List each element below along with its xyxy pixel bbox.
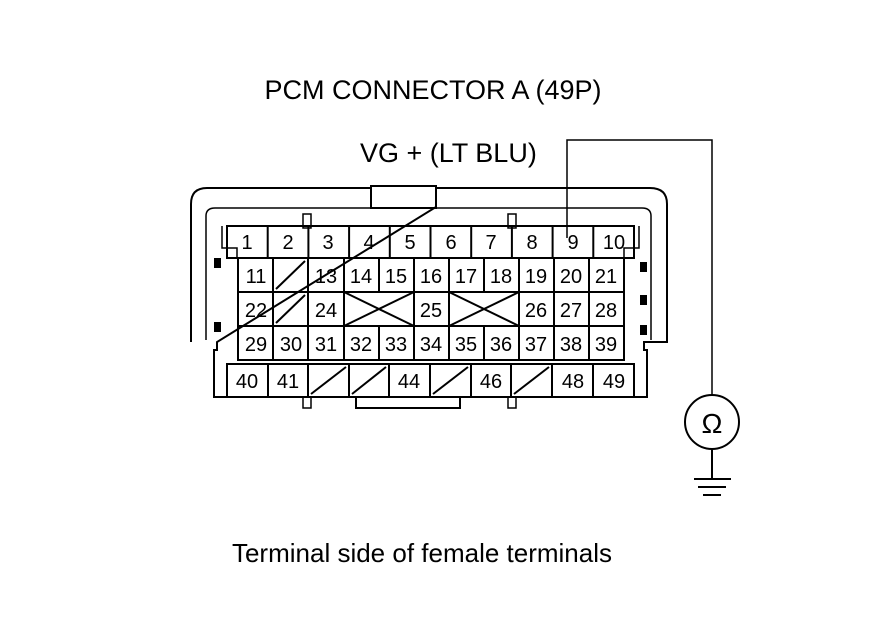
- terminal-label: 17: [455, 266, 477, 288]
- terminal-label: 40: [236, 371, 258, 393]
- terminal-label: 33: [385, 334, 407, 356]
- terminal-label: 29: [245, 334, 267, 356]
- terminal-label: 19: [525, 266, 547, 288]
- probe-wire-label: VG + (LT BLU): [360, 138, 537, 168]
- terminal-label: 14: [350, 266, 372, 288]
- terminal-row-5: [226, 363, 635, 398]
- terminal-label: 6: [445, 232, 456, 254]
- terminal-label: 5: [404, 232, 415, 254]
- terminal-label: 32: [350, 334, 372, 356]
- probe-wire: [566, 139, 713, 395]
- empty-cavity-mark: [351, 366, 387, 395]
- terminal-label: 48: [562, 371, 584, 393]
- terminal-label: 28: [595, 300, 617, 322]
- diagram-caption: Terminal side of female terminals: [232, 538, 612, 568]
- terminal-label: 44: [398, 371, 420, 393]
- terminal-label: 39: [595, 334, 617, 356]
- terminal-label: 16: [420, 266, 442, 288]
- terminal-label: 18: [490, 266, 512, 288]
- terminal-label: 9: [567, 232, 578, 254]
- terminal-label: 7: [485, 232, 496, 254]
- empty-cavity-mark: [310, 366, 347, 395]
- terminal-label: 41: [277, 371, 299, 393]
- terminal-label: 15: [385, 266, 407, 288]
- terminal-rows-2-4: [237, 257, 625, 361]
- diagram-title: PCM CONNECTOR A (49P): [264, 75, 601, 105]
- empty-cavity-mark: [448, 291, 520, 327]
- terminal-label: 31: [315, 334, 337, 356]
- terminal-label: 11: [246, 266, 267, 288]
- ground-icon: [694, 449, 731, 496]
- terminal-label: 24: [315, 300, 337, 322]
- terminal-label: 13: [315, 266, 337, 288]
- terminal-label: 26: [525, 300, 547, 322]
- terminal-label: 10: [603, 232, 625, 254]
- terminal-label: 4: [363, 232, 374, 254]
- terminal-label: 20: [560, 266, 582, 288]
- terminal-label: 22: [245, 300, 267, 322]
- terminal-label: 25: [420, 300, 442, 322]
- terminal-label: 3: [322, 232, 333, 254]
- terminal-label: 30: [280, 334, 302, 356]
- terminal-label: 49: [603, 371, 625, 393]
- terminal-label: 27: [560, 300, 582, 322]
- terminal-labels: 1 2 3 4 5 6 7 8 9 10 11 13 14 15 16 17 1…: [236, 232, 625, 393]
- terminal-label: 1: [241, 232, 252, 254]
- empty-cavity-mark: [343, 291, 415, 327]
- empty-cavity-mark: [275, 294, 306, 324]
- terminal-label: 8: [526, 232, 537, 254]
- ohm-icon: Ω: [702, 408, 723, 439]
- terminal-label: 21: [595, 266, 617, 288]
- terminal-label: 36: [490, 334, 512, 356]
- terminal-label: 46: [480, 371, 502, 393]
- terminal-label: 35: [455, 334, 477, 356]
- empty-cavity-mark: [513, 366, 550, 395]
- empty-cavity-mark: [432, 366, 469, 395]
- terminal-label: 37: [525, 334, 547, 356]
- terminal-label: 2: [282, 232, 293, 254]
- terminal-label: 38: [560, 334, 582, 356]
- ohmmeter: Ω: [684, 394, 740, 450]
- terminal-label: 34: [420, 334, 442, 356]
- empty-cavity-mark: [275, 260, 306, 290]
